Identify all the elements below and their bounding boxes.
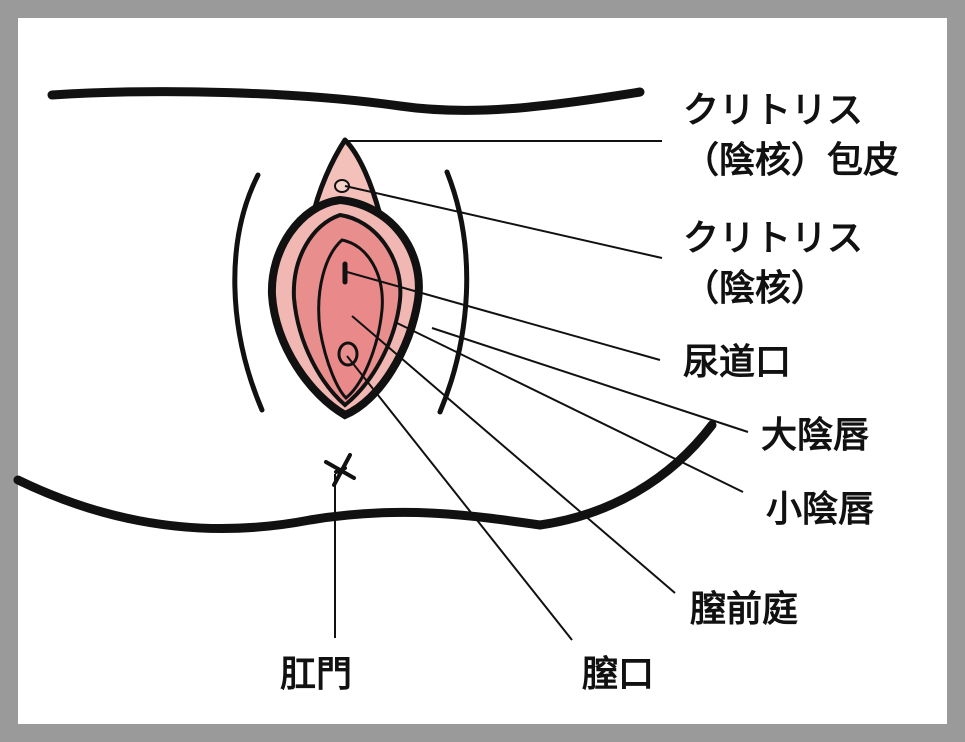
label-clitoral-hood-line1: クリトリス: [683, 90, 864, 131]
labia-majora-right-curve: [437, 169, 470, 415]
labia-majora-left-curve: [232, 172, 265, 413]
label-anus: 肛門: [280, 654, 353, 695]
vestibule-shape: [317, 238, 384, 401]
label-clitoris-line1: クリトリス: [683, 218, 864, 259]
leader-line-urethral-opening: [346, 271, 661, 361]
upper-contour-line: [47, 87, 645, 115]
label-labia-majora: 大陰唇: [761, 415, 870, 456]
vaginal-opening-shape: [337, 341, 359, 367]
leader-line-vestibule: [351, 315, 676, 594]
anus-mark: [324, 453, 356, 487]
label-clitoral-hood: クリトリス （陰核）包皮: [683, 86, 899, 186]
label-vestibule: 膣前庭: [690, 589, 799, 630]
label-clitoral-hood-line2: （陰核）包皮: [683, 140, 900, 181]
leader-line-labia-majora: [431, 327, 749, 433]
label-labia-minora: 小陰唇: [766, 489, 875, 530]
label-vaginal-opening: 膣口: [582, 654, 655, 695]
leader-line-labia-minora: [394, 321, 744, 493]
lower-contour-line: [13, 420, 717, 533]
leader-line-vaginal-opening: [346, 355, 573, 641]
leader-line-clitoris: [344, 185, 663, 259]
label-clitoris: クリトリス （陰核）: [683, 214, 863, 314]
label-clitoris-line2: （陰核）: [683, 268, 828, 309]
label-urethral-opening: 尿道口: [683, 342, 792, 383]
